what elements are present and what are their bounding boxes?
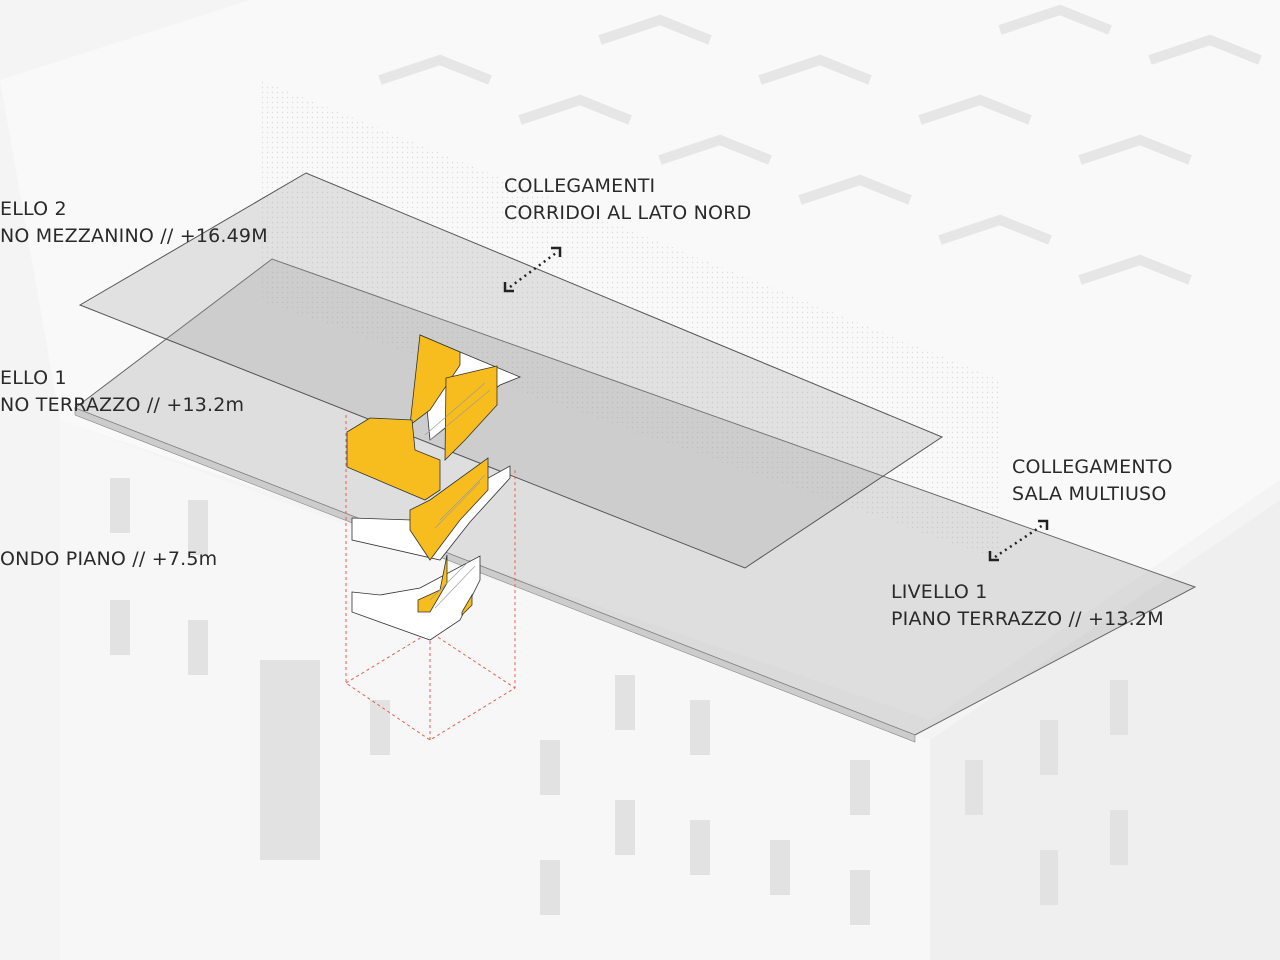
level-2-title: ELLO 2 [0, 198, 67, 220]
level-1-left-title: ELLO 1 [0, 367, 67, 389]
level-1-left-elevation: NO TERRAZZO // +13.2m [0, 394, 245, 416]
second-floor-elevation: ONDO PIANO // +7.5m [0, 548, 218, 570]
level-2-elevation: NO MEZZANINO // +16.49M [0, 225, 268, 247]
level-1-plane-edge [74, 407, 916, 743]
stair-wall [444, 365, 498, 461]
north-connection-title: COLLEGAMENTI [504, 175, 656, 197]
level-1-left-label: ELLO 1 NO TERRAZZO // +13.2m [0, 365, 244, 419]
multiuse-connection-subtitle: SALA MULTIUSO [1012, 483, 1167, 505]
stair-wall [346, 417, 441, 501]
stair-wall [461, 593, 473, 616]
stair-wall [409, 334, 461, 426]
level-1-right-elevation: PIANO TERRAZZO // +13.2M [891, 608, 1164, 630]
staircase [346, 334, 522, 641]
second-floor-label: ONDO PIANO // +7.5m [0, 546, 217, 573]
stair-wall [409, 457, 489, 561]
multiuse-connection-title: COLLEGAMENTO [1012, 456, 1173, 478]
north-connection-label: COLLEGAMENTI CORRIDOI AL LATO NORD [504, 173, 751, 227]
level-2-plane [78, 172, 944, 569]
north-connection-subtitle: CORRIDOI AL LATO NORD [504, 202, 752, 224]
north-connection-arrow-icon [503, 246, 562, 293]
level-2-label: ELLO 2 NO MEZZANINO // +16.49M [0, 196, 268, 250]
multiuse-connection-label: COLLEGAMENTO SALA MULTIUSO [1012, 454, 1173, 508]
level-1-right-title: LIVELLO 1 [891, 581, 988, 603]
multiuse-connection-arrow-icon [988, 519, 1049, 562]
level-1-right-label: LIVELLO 1 PIANO TERRAZZO // +13.2M [891, 579, 1164, 633]
